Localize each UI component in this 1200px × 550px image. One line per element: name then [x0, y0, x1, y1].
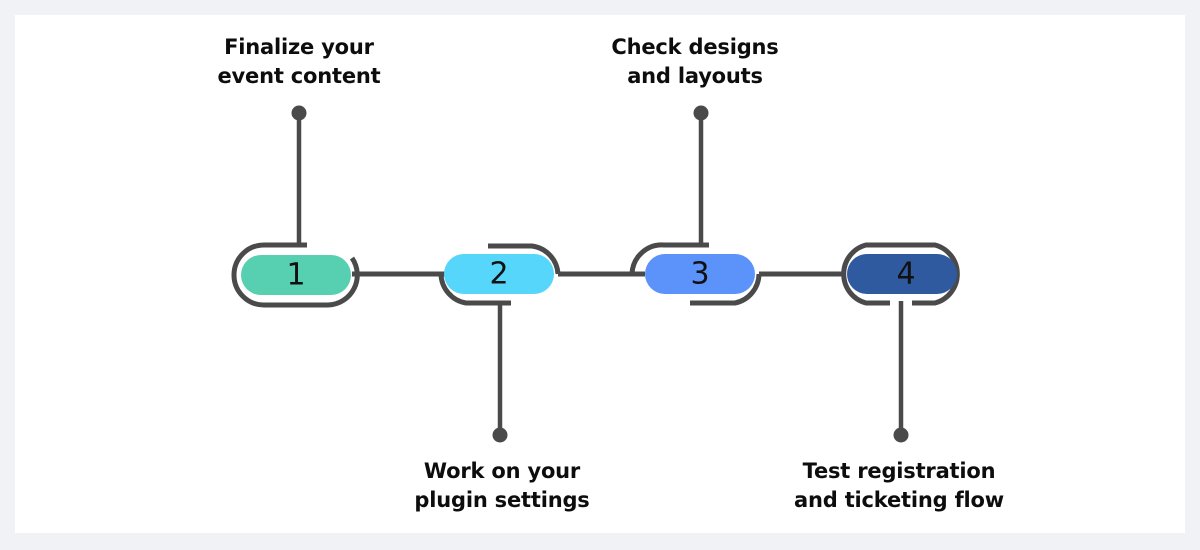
step-1-group[interactable]: 1	[231, 105, 360, 308]
step-2-caption: Work on your plugin settings	[414, 459, 590, 512]
step-2-pill[interactable]	[444, 254, 554, 294]
step-1-pill[interactable]	[241, 255, 351, 295]
step-2-endpoint-dot	[492, 427, 508, 443]
step-3-outline-bottom	[690, 273, 762, 306]
step-2-outline-bottom	[438, 273, 511, 306]
step-1-outline	[231, 242, 360, 308]
step-2-outline-top	[488, 243, 561, 275]
step-2-number: 2	[489, 257, 508, 292]
step-2-group[interactable]: 2	[438, 243, 561, 443]
step-1-endpoint-dot	[291, 105, 307, 121]
step-3-endpoint-dot	[693, 105, 709, 121]
step-3-caption: Check designs and layouts	[611, 35, 779, 88]
step-3-outline-top	[629, 242, 709, 275]
step-4-pill[interactable]	[847, 254, 957, 294]
step-1-number: 1	[286, 258, 305, 293]
step-4-caption: Test registration and ticketing flow	[794, 459, 1004, 512]
step-3-pill[interactable]	[645, 254, 755, 294]
step-4-group[interactable]: 4	[841, 242, 960, 443]
step-4-outline	[841, 242, 960, 306]
step-3-number: 3	[690, 257, 709, 292]
step-1-caption: Finalize your event content	[217, 35, 381, 88]
step-3-group[interactable]: 3	[629, 105, 762, 306]
step-4-endpoint-dot	[893, 427, 909, 443]
step-4-number: 4	[896, 257, 915, 292]
